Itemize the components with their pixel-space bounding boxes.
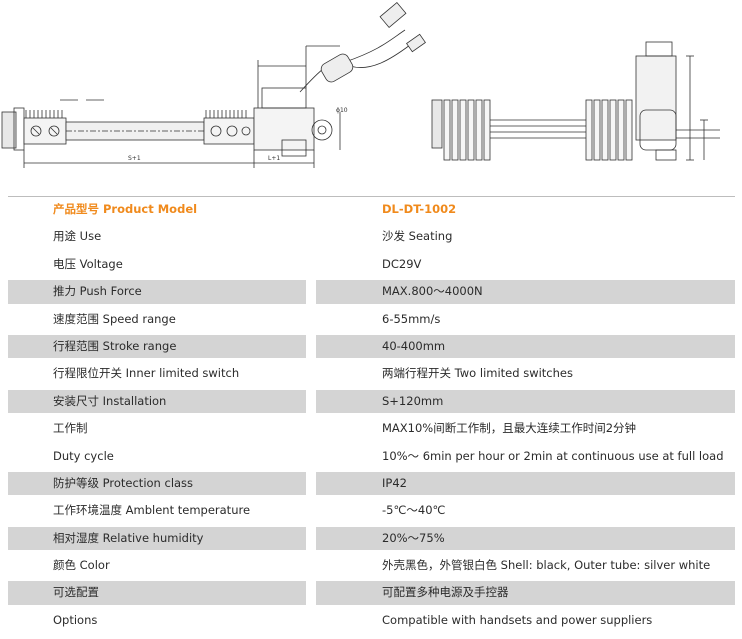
row-value: 10%～ 6min per hour or 2min at continuous…	[382, 448, 724, 463]
row-label: 防护等级 Protection class	[8, 471, 306, 496]
table-row: 速度范围 Speed range 6-55mm/s	[0, 306, 742, 333]
table-row: 工作制 MAX10%间断工作制，且最大连续工作时间2分钟	[0, 415, 742, 442]
row-value: 可配置多种电源及手控器	[316, 581, 735, 605]
table-row: Duty cycle 10%～ 6min per hour or 2min at…	[0, 443, 742, 470]
row-value: 6-55mm/s	[382, 311, 441, 326]
row-value: 外壳黑色，外管银白色 Shell: black, Outer tube: sil…	[382, 558, 711, 573]
table-header-row: 产品型号 Product Model DL-DT-1002	[0, 196, 742, 223]
row-label: 工作环境温度 Amblent temperature	[53, 503, 251, 518]
row-label: 用途 Use	[53, 229, 102, 244]
row-label: Options	[53, 612, 98, 627]
row-value: MAX10%间断工作制，且最大连续工作时间2分钟	[382, 421, 637, 436]
table-row: 工作环境温度 Amblent temperature -5℃～40℃	[0, 497, 742, 524]
row-value: -5℃～40℃	[382, 503, 446, 518]
table-row: 可选配置 可配置多种电源及手控器	[0, 579, 742, 606]
row-value: 40-400mm	[316, 334, 735, 359]
row-label: 电压 Voltage	[53, 256, 123, 271]
table-row: 相对湿度 Relative humidity 20%～75%	[0, 525, 742, 552]
dim-label-s: S+1	[128, 155, 141, 162]
row-label: 安装尺寸 Installation	[8, 389, 306, 414]
row-value: 20%～75%	[316, 526, 735, 551]
row-value: DC29V	[382, 256, 422, 271]
row-label: 颜色 Color	[53, 558, 110, 573]
table-row: 电压 Voltage DC29V	[0, 251, 742, 278]
row-label: Duty cycle	[53, 448, 114, 463]
row-label: 行程范围 Stroke range	[8, 334, 306, 359]
row-label: 速度范围 Speed range	[53, 311, 176, 326]
row-value: Compatible with handsets and power suppl…	[382, 612, 653, 627]
row-value: 两端行程开关 Two limited switches	[382, 366, 573, 381]
row-label: 可选配置	[8, 581, 306, 605]
row-value: MAX.800～4000N	[316, 280, 735, 304]
dim-label-d: ϕ10	[336, 107, 348, 114]
row-label: 行程限位开关 Inner limited switch	[53, 366, 240, 381]
row-label: 相对湿度 Relative humidity	[8, 526, 306, 551]
table-row: 用途 Use 沙发 Seating	[0, 223, 742, 250]
technical-drawing: S+1 L+1 ϕ10	[1, 2, 720, 168]
row-label: 推力 Push Force	[8, 280, 306, 304]
table-row: 行程限位开关 Inner limited switch 两端行程开关 Two l…	[0, 360, 742, 387]
table-row: 推力 Push Force MAX.800～4000N	[0, 278, 742, 305]
row-value: IP42	[316, 471, 735, 496]
header-value: DL-DT-1002	[382, 202, 457, 216]
row-value: S+120mm	[316, 389, 735, 414]
row-label: 工作制	[53, 421, 88, 436]
table-row: 行程范围 Stroke range 40-400mm	[0, 333, 742, 360]
table-row: 安装尺寸 Installation S+120mm	[0, 388, 742, 415]
dim-label-l: L+1	[268, 155, 280, 162]
table-row: 颜色 Color 外壳黑色，外管银白色 Shell: black, Outer …	[0, 552, 742, 579]
divider	[8, 196, 735, 197]
header-label: 产品型号 Product Model	[53, 202, 198, 216]
table-row: Options Compatible with handsets and pow…	[0, 607, 742, 634]
row-value: 沙发 Seating	[382, 229, 453, 244]
table-row: 防护等级 Protection class IP42	[0, 470, 742, 497]
spec-table: 产品型号 Product Model DL-DT-1002 用途 Use 沙发 …	[0, 196, 742, 634]
